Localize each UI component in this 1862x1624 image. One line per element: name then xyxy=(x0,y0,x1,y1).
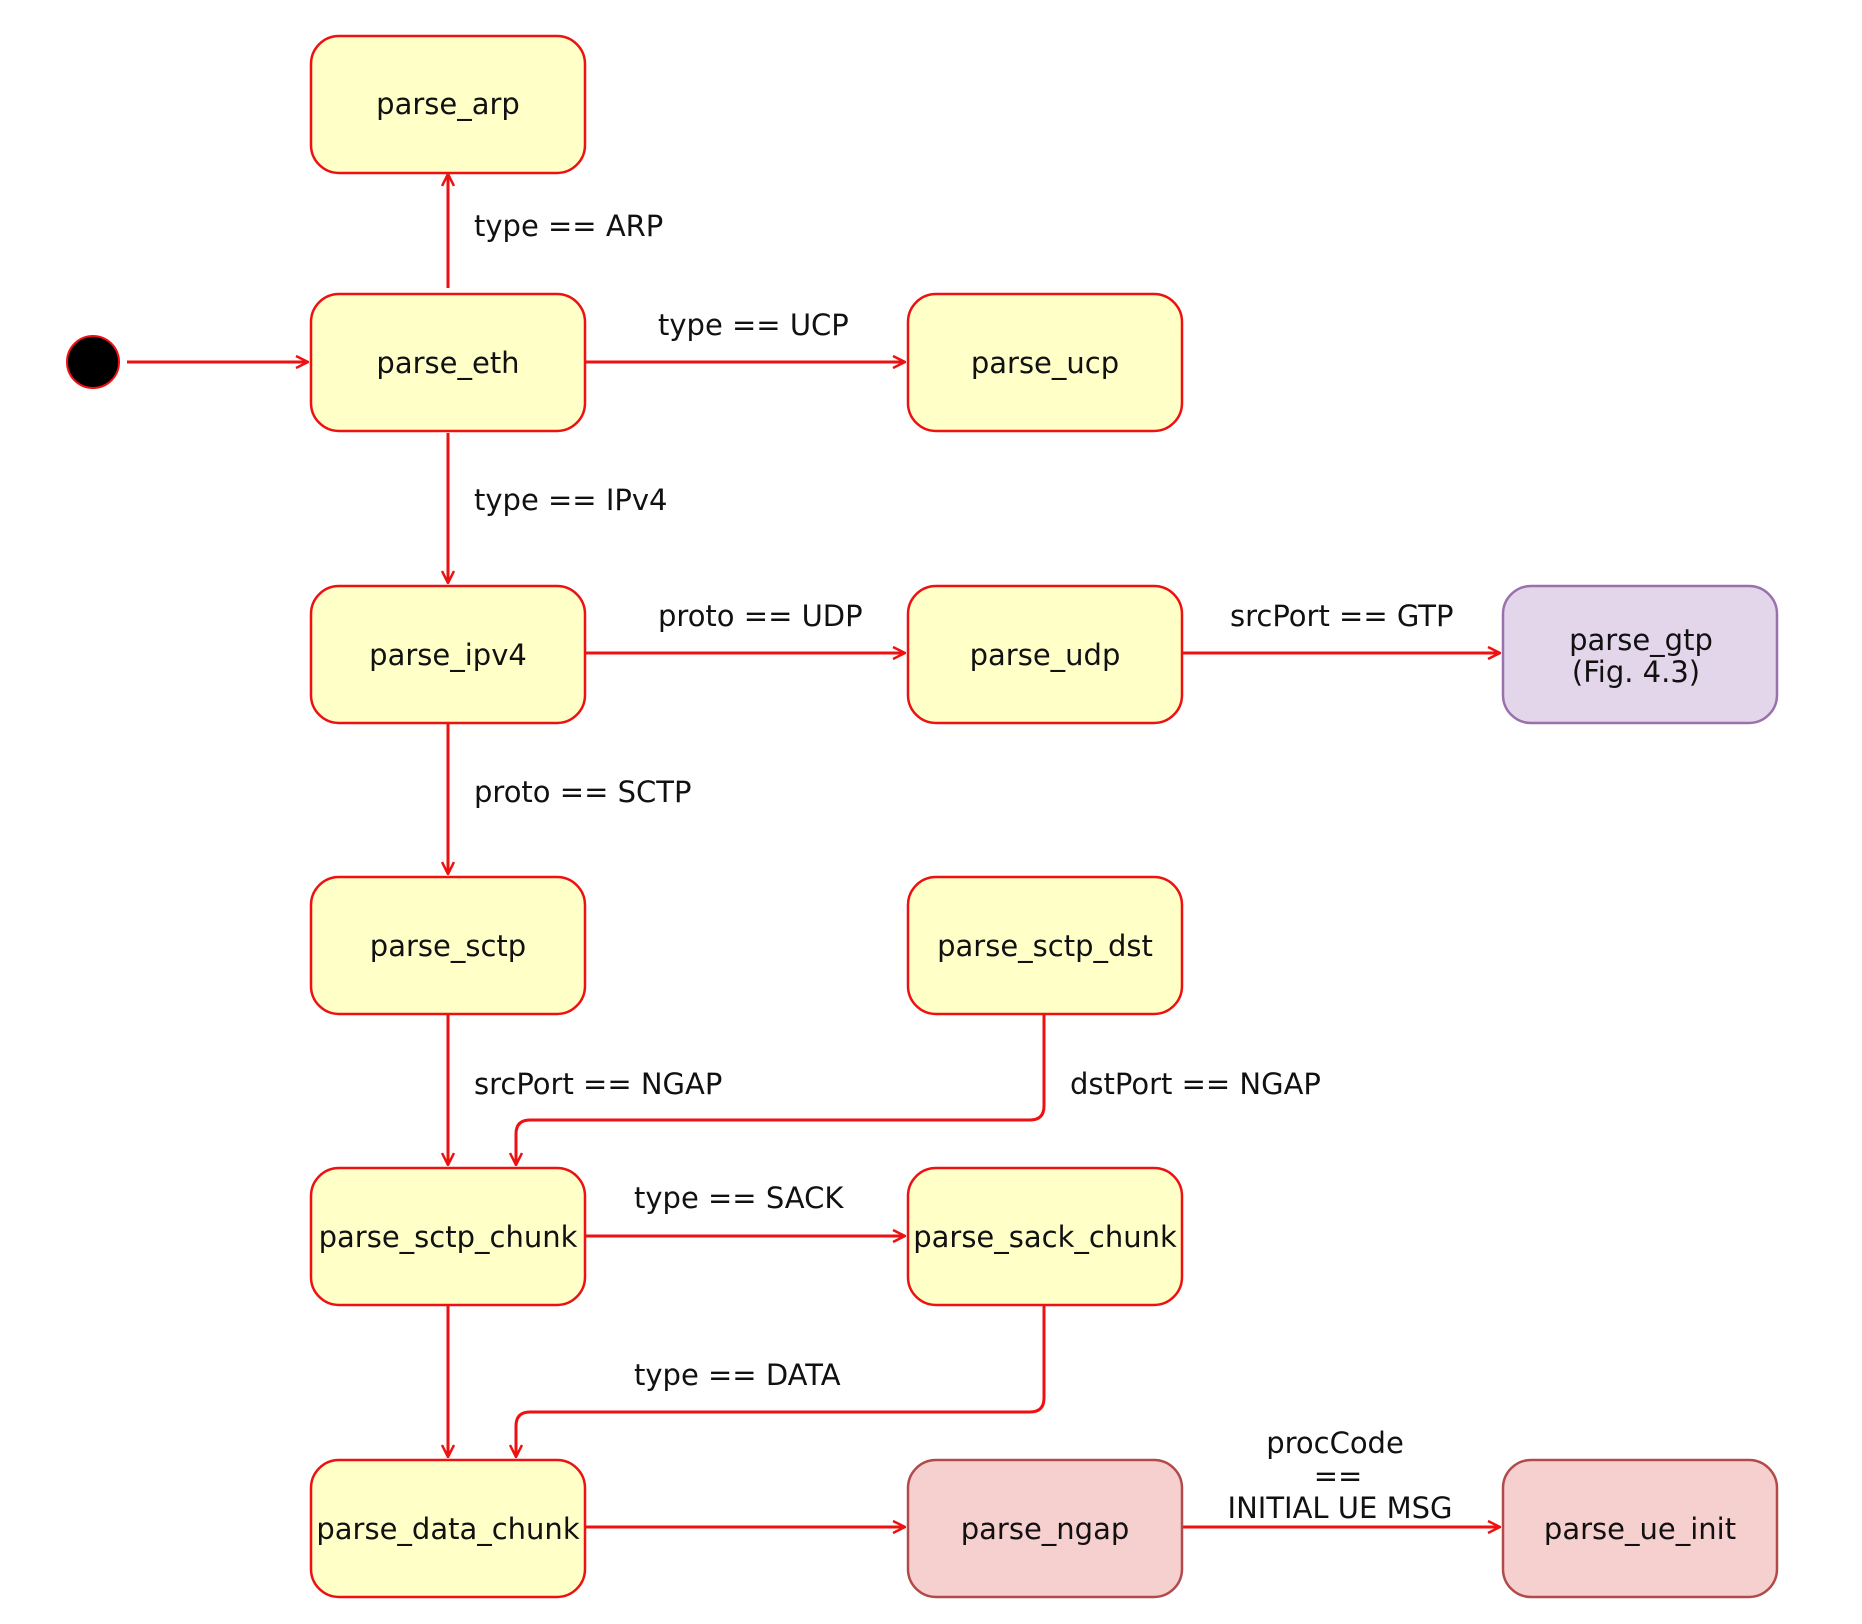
edges xyxy=(127,174,1500,1527)
state-label-figure-ref: (Fig. 4.3) xyxy=(1572,655,1700,689)
state-parse-ucp[interactable]: parse_ucp xyxy=(906,292,1184,433)
state-parse-sctp[interactable]: parse_sctp xyxy=(309,875,587,1016)
edge-label-eth-ipv4: type == IPv4 xyxy=(474,483,667,517)
state-parse-data-chunk[interactable]: parse_data_chunk xyxy=(309,1458,587,1599)
state-label: parse_gtp xyxy=(1569,623,1713,657)
state-label: parse_data_chunk xyxy=(316,1512,579,1546)
state-parse-ue-init[interactable]: parse_ue_init xyxy=(1501,1458,1779,1599)
edge-label-eth-ucp: type == UCP xyxy=(658,308,849,342)
edge-labels: type == ARP type == UCP type == IPv4 pro… xyxy=(474,209,1454,1525)
state-label: parse_arp xyxy=(376,87,520,121)
edge-label-eth-arp: type == ARP xyxy=(474,209,663,243)
state-label: parse_sctp_chunk xyxy=(319,1220,578,1254)
state-parse-sctp-chunk[interactable]: parse_sctp_chunk xyxy=(309,1166,587,1307)
state-label: parse_eth xyxy=(376,346,519,380)
state-label: parse_ipv4 xyxy=(369,638,527,672)
state-label: parse_ucp xyxy=(971,346,1119,380)
state-label: parse_sack_chunk xyxy=(913,1220,1177,1254)
state-parse-ipv4[interactable]: parse_ipv4 xyxy=(309,584,587,725)
initial-state-dot xyxy=(66,335,120,389)
edge-label-sctpdst-chunk: dstPort == NGAP xyxy=(1070,1067,1321,1101)
state-parse-udp[interactable]: parse_udp xyxy=(906,584,1184,725)
state-label: parse_udp xyxy=(970,638,1121,672)
edge-label-sctp-chunk: srcPort == NGAP xyxy=(474,1067,722,1101)
edge-label-ipv4-sctp: proto == SCTP xyxy=(474,775,691,809)
state-nodes: parse_arp parse_eth parse_ucp parse_ipv4… xyxy=(309,34,1779,1599)
state-parse-sctp-dst[interactable]: parse_sctp_dst xyxy=(906,875,1184,1016)
edge-sack-to-data xyxy=(516,1306,1046,1457)
state-label: parse_sctp_dst xyxy=(937,929,1153,963)
state-parse-gtp[interactable]: parse_gtp (Fig. 4.3) xyxy=(1501,584,1779,725)
edge-label-ngap-ueinit-line3: INITIAL UE MSG xyxy=(1228,1491,1453,1525)
edge-label-ngap-ueinit-line2: == xyxy=(1314,1459,1363,1493)
state-label: parse_ue_init xyxy=(1544,1512,1736,1546)
edge-label-ipv4-udp: proto == UDP xyxy=(658,599,863,633)
state-parse-sack-chunk[interactable]: parse_sack_chunk xyxy=(906,1166,1184,1307)
state-parse-eth[interactable]: parse_eth xyxy=(309,292,587,433)
state-parse-ngap[interactable]: parse_ngap xyxy=(906,1458,1184,1599)
edge-label-ngap-ueinit-line1: procCode xyxy=(1266,1426,1404,1460)
edge-label-udp-gtp: srcPort == GTP xyxy=(1230,599,1454,633)
edge-label-sack-data: type == DATA xyxy=(634,1358,841,1392)
edge-label-chunk-sack: type == SACK xyxy=(634,1181,844,1215)
state-parse-arp[interactable]: parse_arp xyxy=(309,34,587,175)
edge-sctpdst-to-chunk xyxy=(516,1015,1046,1165)
state-label: parse_ngap xyxy=(961,1512,1130,1546)
state-label: parse_sctp xyxy=(370,929,526,963)
